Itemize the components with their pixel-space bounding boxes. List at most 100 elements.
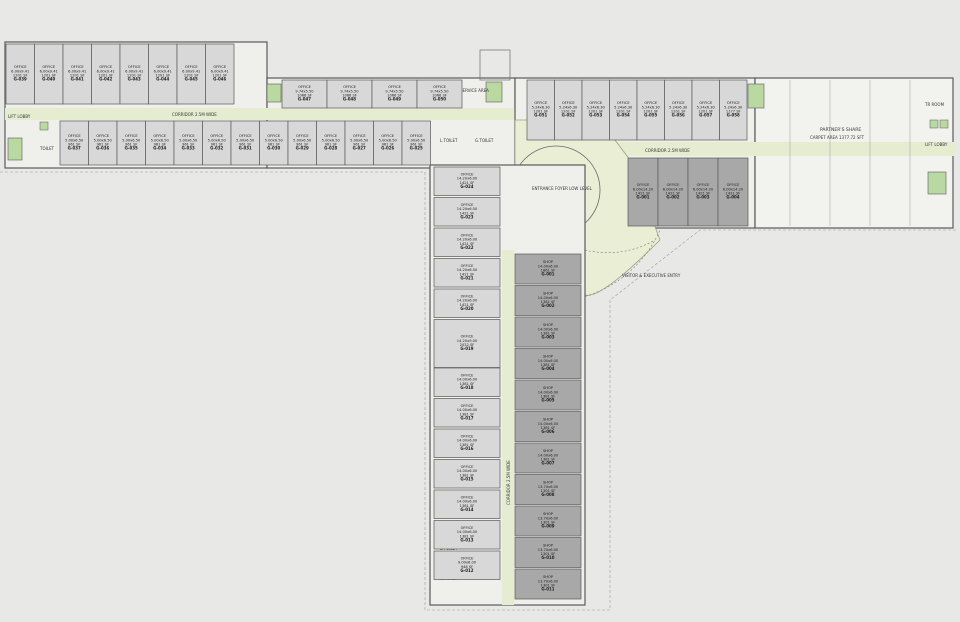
ladies-toilet-label: L.TOILET [440, 138, 458, 143]
shop-g-009-id: G-009 [541, 524, 554, 529]
office-g-004-eb-area: 1421 SF [726, 192, 741, 196]
office-g-037-dimensions: 5.00x6.50 [65, 138, 84, 142]
office-g-033-outline [173, 120, 203, 166]
office-g-027-id: G-027 [353, 146, 366, 151]
office-g-003-eb-id: G-003 [696, 195, 709, 200]
office-g-042-area: 1201 SF [98, 74, 113, 78]
office-g-056-e-outline [664, 79, 693, 141]
office-g-021-s-id: G-021 [460, 275, 473, 280]
shop-g-006-outline [514, 411, 582, 442]
office-g-012-s-area: 948 SF [461, 565, 473, 569]
office-g-039-type: OFFICE [14, 65, 28, 69]
office-g-028-type: OFFICE [324, 134, 338, 138]
office-g-016-s-area: 1381 SF [460, 443, 475, 447]
office-g-023-s-outline [433, 197, 501, 227]
office-g-051-e-id: G-051 [534, 113, 547, 118]
shop-g-006-type: SHOP [543, 418, 554, 422]
office-g-052-e-outline [554, 79, 583, 141]
shop-g-003-type: SHOP [543, 323, 554, 327]
office-g-022-s-outline [433, 227, 501, 257]
office-g-035-id: G-035 [125, 146, 138, 151]
lift-east [929, 119, 939, 129]
office-g-056-e-type: OFFICE [672, 101, 686, 105]
office-g-039-outline [5, 43, 35, 105]
shop-g-008-dimensions: 13.70x6.00 [538, 485, 559, 489]
office-g-034-dimensions: 5.00x6.50 [151, 138, 170, 142]
office-g-002-eb-id: G-002 [666, 195, 679, 200]
office-g-017-s-id: G-017 [460, 415, 473, 420]
office-g-037-outline [59, 120, 89, 166]
office-g-025-id: G-025 [410, 146, 423, 151]
office-g-043-id: G-043 [128, 77, 141, 82]
office-g-058-e-outline [719, 79, 748, 141]
office-g-043-outline [119, 43, 149, 105]
office-g-029-area: 961 SF [296, 143, 308, 147]
office-g-018-s-type: OFFICE [461, 373, 475, 377]
office-g-028-dimensions: 5.00x6.50 [322, 138, 341, 142]
shop-g-005-area: 1381 SF [541, 395, 556, 399]
stair-west [7, 137, 23, 161]
